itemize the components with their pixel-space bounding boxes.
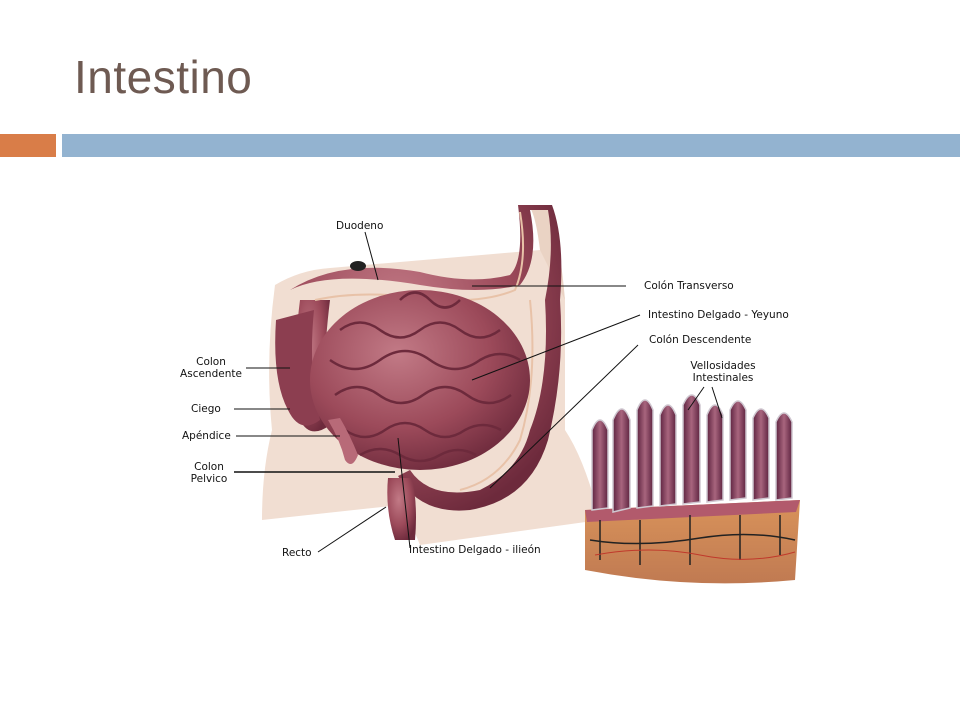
small-intestine bbox=[310, 290, 530, 470]
label-colon-pelvico: Colon Pelvico bbox=[184, 461, 234, 485]
slide-title: Intestino bbox=[74, 51, 253, 103]
label-recto: Recto bbox=[282, 547, 312, 559]
large-intestine bbox=[275, 205, 562, 511]
header-accent-bar bbox=[0, 134, 56, 157]
label-vellosidades-line1: Vellosidades bbox=[690, 360, 756, 372]
label-apendice: Apéndice bbox=[182, 430, 231, 442]
label-colon-ascendente: Colon Ascendente bbox=[176, 356, 246, 380]
label-vellosidades-line2: Intestinales bbox=[692, 372, 754, 384]
rectum bbox=[387, 478, 416, 540]
label-ciego: Ciego bbox=[191, 403, 221, 415]
label-colon-pelvico-line2: Pelvico bbox=[190, 473, 228, 485]
label-ileon: Intestino Delgado - ilieón bbox=[409, 544, 541, 556]
label-colon-transverso: Colón Transverso bbox=[644, 280, 734, 292]
leader-lines bbox=[234, 231, 723, 553]
label-vellosidades: Vellosidades Intestinales bbox=[683, 360, 763, 384]
label-colon-descendente: Colón Descendente bbox=[649, 334, 752, 346]
duodenum-opening bbox=[350, 261, 366, 271]
intestinal-villi bbox=[585, 394, 800, 584]
label-yeyuno: Intestino Delgado - Yeyuno bbox=[648, 309, 789, 321]
appendix bbox=[328, 418, 358, 464]
label-duodeno: Duodeno bbox=[336, 220, 384, 232]
label-colon-ascendente-line1: Colon bbox=[196, 356, 226, 368]
label-colon-pelvico-line1: Colon bbox=[194, 461, 224, 473]
header-bar bbox=[62, 134, 960, 157]
label-colon-ascendente-line2: Ascendente bbox=[180, 368, 242, 380]
